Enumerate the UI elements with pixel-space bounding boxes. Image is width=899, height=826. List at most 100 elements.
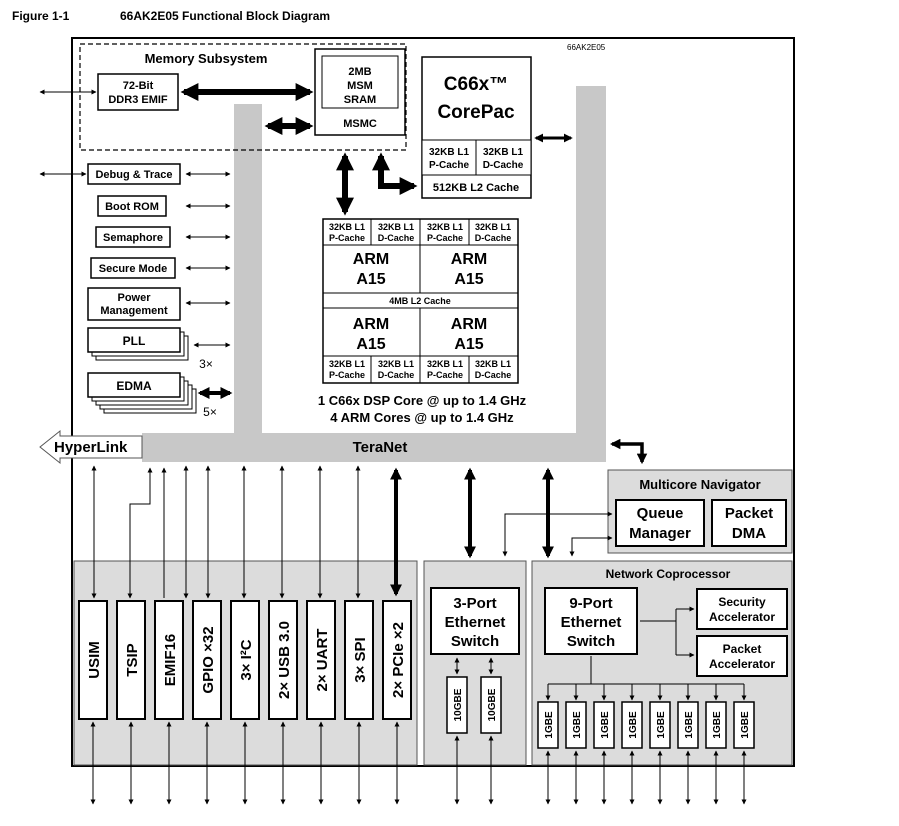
corepac-l1d-box — [475, 139, 532, 176]
uart-box — [306, 600, 336, 720]
teranet-navigator-arrow — [609, 438, 648, 465]
cores-summary-2: 4 ARM Cores @ up to 1.4 GHz — [330, 410, 514, 425]
pdma-line2: DMA — [732, 525, 766, 542]
corepac-l1d-1: 32KB L1 — [483, 147, 523, 158]
gbe-port-6 — [677, 701, 699, 749]
arm-l1d-d: D-Cache — [475, 233, 512, 243]
boot-rom-label: Boot ROM — [105, 201, 159, 213]
gpio-box — [192, 600, 222, 720]
gpio-label: GPIO ×32 — [200, 626, 217, 693]
gbe-port-8 — [733, 701, 755, 749]
arm-l1d-f: D-Cache — [378, 370, 415, 380]
emif16-box — [154, 600, 184, 720]
emif16-label: EMIF16 — [162, 634, 179, 687]
gbe-label-4: 1GBE — [628, 711, 639, 739]
arm-l1d-b: D-Cache — [378, 233, 415, 243]
gbe-label-7: 1GBE — [712, 711, 723, 739]
ddr3-line2: DDR3 EMIF — [108, 94, 168, 106]
packet-dma-box — [711, 499, 787, 547]
usim-box — [78, 600, 108, 720]
semaphore-box — [95, 226, 171, 248]
arm-l1-g: 32KB L1 — [427, 359, 463, 369]
arm-l1-d: 32KB L1 — [475, 222, 511, 232]
gbe-label-5: 1GBE — [656, 711, 667, 739]
arm-l1-f: 32KB L1 — [378, 359, 414, 369]
gbe-label-1: 1GBE — [544, 711, 555, 739]
arm-l1d-h: D-Cache — [475, 370, 512, 380]
navigator-netcp-link — [569, 535, 613, 557]
netcp-switch-box — [544, 587, 638, 655]
netcp-switch-line1: 9-Port — [569, 595, 612, 612]
corepac-l1p-2: P-Cache — [429, 160, 469, 171]
packet-accel-box — [696, 635, 788, 677]
arm-core-3-l2: A15 — [356, 336, 385, 353]
pll-box — [87, 327, 181, 353]
arm-cluster: 32KB L1 P-Cache 32KB L1 D-Cache 32KB L1 … — [322, 218, 519, 384]
queue-line1: Queue — [637, 505, 684, 522]
arm-l2-cache: 4MB L2 Cache — [389, 296, 451, 306]
eth3-10gbe-port-1 — [446, 676, 468, 734]
msmc-label: MSMC — [343, 118, 377, 130]
gbe-label-3: 1GBE — [600, 711, 611, 739]
edma-count: 5× — [203, 405, 217, 419]
figure-label: Figure 1-1 — [12, 9, 70, 23]
pcie-label: 2× PCIe ×2 — [390, 622, 407, 698]
arm-core-2-l1: ARM — [451, 251, 487, 268]
arm-l1-e: 32KB L1 — [329, 359, 365, 369]
arm-core-1-l2: A15 — [356, 271, 385, 288]
left-peripherals: Debug & Trace Boot ROM Semaphore Secure … — [39, 163, 233, 419]
eth3-line1: 3-Port — [453, 595, 496, 612]
ddr3-line1: 72-Bit — [123, 80, 154, 92]
queue-manager-box — [615, 499, 705, 547]
gbe-port-4 — [621, 701, 643, 749]
eth3-switch-box — [430, 587, 520, 655]
arm-core-4-l2: A15 — [454, 336, 483, 353]
msm-line3: SRAM — [344, 94, 376, 106]
netcp-title: Network Coprocessor — [606, 567, 731, 581]
hyperlink-label: HyperLink — [54, 439, 128, 456]
arm-core-1-l1: ARM — [353, 251, 389, 268]
usb-label: 2× USB 3.0 — [276, 621, 293, 699]
eth3-line3: Switch — [451, 633, 499, 650]
secure-mode-box — [90, 257, 176, 279]
memory-subsystem-title: Memory Subsystem — [145, 51, 268, 66]
arm-l1p-a: P-Cache — [329, 233, 365, 243]
power-line1: Power — [117, 292, 151, 304]
gbe-port-2 — [565, 701, 587, 749]
pcie-box — [382, 600, 412, 720]
uart-label: 2× UART — [314, 629, 331, 692]
edma-label: EDMA — [116, 379, 152, 393]
arm-l1-c: 32KB L1 — [427, 222, 463, 232]
pdma-line1: Packet — [725, 505, 773, 522]
hyperlink-arrow — [39, 429, 143, 465]
i2c-box — [230, 600, 260, 720]
edma-box — [87, 372, 181, 398]
debug-trace-label: Debug & Trace — [95, 169, 172, 181]
cores-summary-1: 1 C66x DSP Core @ up to 1.4 GHz — [318, 393, 527, 408]
pll-count: 3× — [199, 357, 213, 371]
semaphore-label: Semaphore — [103, 232, 163, 244]
eth3-10gbe-label-2: 10GBE — [487, 688, 498, 721]
queue-line2: Manager — [629, 525, 691, 542]
arm-core-3-l1: ARM — [353, 316, 389, 333]
teranet-bus — [142, 86, 606, 462]
msm-sram-box — [321, 55, 399, 109]
boot-rom-box — [97, 195, 167, 217]
usb-box — [268, 600, 298, 720]
msm-line2: MSM — [347, 80, 373, 92]
spi-box — [344, 600, 374, 720]
power-line2: Management — [100, 305, 168, 317]
eth3-10gbe-port-2 — [480, 676, 502, 734]
sec-line1: Security — [718, 595, 766, 609]
gbe-label-2: 1GBE — [572, 711, 583, 739]
pll-label: PLL — [123, 334, 146, 348]
eth3-10gbe-label-1: 10GBE — [453, 688, 464, 721]
arm-l1p-c: P-Cache — [427, 233, 463, 243]
gbe-port-5 — [649, 701, 671, 749]
debug-trace-box — [87, 163, 181, 185]
corepac-l1d-2: D-Cache — [483, 160, 524, 171]
tsip-label: TSIP — [124, 643, 141, 676]
ddr3-emif-box — [97, 73, 179, 111]
spi-label: 3× SPI — [352, 637, 369, 682]
